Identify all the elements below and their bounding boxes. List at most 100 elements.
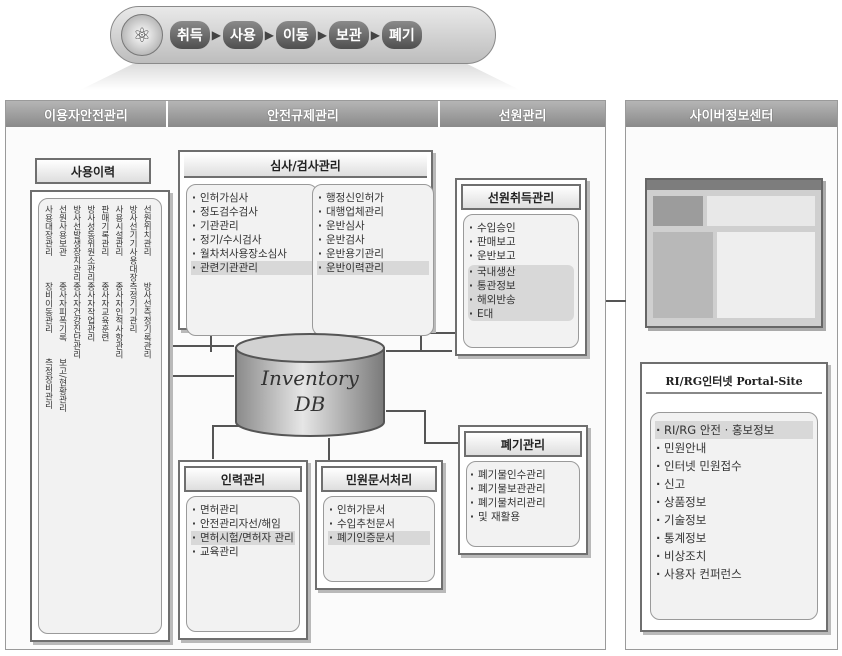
portal-site-box: RI/RG인터넷 Portal-Site RI/RG 안전 · 홍보정보 민원안… [640,362,828,632]
list-item-highlight: RI/RG 안전 · 홍보정보 [655,421,813,439]
list-item: 통계정보 [655,529,813,547]
list-item: 인허가심사 [191,191,313,205]
flow-step-acquire: 취득 [170,21,210,49]
list-item: 판매기록관리 [99,205,110,256]
flow-step-use: 사용 [223,21,263,49]
connector-line [386,350,452,352]
connector-line [328,438,330,460]
disposal-title: 폐기관리 [464,431,582,457]
list-item-highlight: 통관정보 [468,279,574,293]
flow-arrow-icon: ▶ [317,28,327,42]
civil-documents-box: 민원문서처리 인허가문서 수입추천문서 폐기인증문서 [315,460,443,590]
list-item-highlight: 폐기인증문서 [328,531,430,545]
list-item: 종사자작업관리 [85,281,96,342]
list-item: 판매보고 [468,235,574,249]
source-acquisition-box: 선원취득관리 수입승인 판매보고 운반보고 국내생산 통관정보 해외반송 E대 [455,178,587,356]
list-item: 대행업체관리 [317,205,429,219]
list-item: 안전관리자선/해임 [191,517,295,531]
manpower-box: 인력관리 면허관리 안전관리자선/해임 면허시험/면허자 관리 교육관리 [178,460,308,640]
list-item: 사용시설관리 [113,205,124,256]
flow-step-move: 이동 [276,21,316,49]
list-item: 종사자건강진단관리 [71,281,82,359]
inspection-box: 심사/검사관리 인허가심사 정도검수검사 기관관리 정기/수시검사 월차처사용장… [178,150,434,336]
list-item: 방사선측정기록관리 [141,281,152,359]
list-item: 종사자인적사항관리 [113,281,124,359]
connector-line [386,410,426,412]
db-label-db: DB [294,392,326,416]
history-list: 사용대장관리 선원사용보관 방사선발생장치관리 방사성동위원소관리 판매기록관리… [43,205,157,412]
connector-line [606,300,626,302]
list-item: 민원안내 [655,439,813,457]
list-item: 및 재활용 [469,510,577,524]
inspection-right-list: 행정신인허가 대행업체관리 운반심사 운반검사 운반용기관리 운반이력관리 [312,184,434,336]
header-cyber-center: 사이버정보센터 [626,101,837,127]
list-item: 방사선발생장치관리 [71,205,82,282]
list-item: 운반심사 [317,219,429,233]
list-item-highlight: 운반이력관리 [317,261,429,275]
civil-documents-title: 민원문서처리 [321,466,437,492]
list-item: 폐기물인수관리 [469,468,577,482]
connector-line [172,375,234,377]
connector-line [212,425,214,459]
list-item: 폐기물처리관리 [469,496,577,510]
list-item: 보고/현황관리 [57,358,68,412]
list-item-highlight: E대 [468,307,574,321]
flow-arrow-icon: ▶ [211,28,221,42]
list-item: 종사자피폭기록 [57,281,68,342]
portal-screenshot-thumbnail [645,178,823,328]
source-acquisition-title: 선원취득관리 [461,184,581,210]
db-label-inventory: Inventory [261,366,359,390]
list-item: 상품정보 [655,493,813,511]
flow-arrow-icon: ▶ [370,28,380,42]
flow-step-dispose: 폐기 [382,21,422,49]
list-item-highlight: 국내생산 [468,265,574,279]
header-safety-regulation: 안전규제관리 [168,101,440,127]
list-item: 수입승인 [468,221,574,235]
list-item: 인터넷 민원접수 [655,457,813,475]
inventory-db-cylinder [235,333,385,437]
portal-title: RI/RG인터넷 Portal-Site [646,370,822,394]
list-item: 운반보고 [468,249,574,263]
history-title: 사용이력 [35,158,151,184]
list-item: 폐기물보관관리 [469,482,577,496]
list-item: 선원사용보관 [57,205,68,256]
list-item: 기술정보 [655,511,813,529]
portal-list: RI/RG 안전 · 홍보정보 민원안내 인터넷 민원접수 신고 상품정보 기술… [650,412,818,620]
lifecycle-flow-banner: ⚛ 취득 ▶ 사용 ▶ 이동 ▶ 보관 ▶ 폐기 [110,6,496,64]
list-item: 사용대장관리 [43,205,53,256]
disposal-box: 폐기관리 폐기물인수관리 폐기물보관관리 폐기물처리관리 및 재활용 [458,425,588,555]
list-item: 월차처사용장소심사 [191,247,313,261]
header-source-management: 선원관리 [440,101,605,127]
list-item: 교육관리 [191,545,295,559]
disposal-list: 폐기물인수관리 폐기물보관관리 폐기물처리관리 및 재활용 [466,461,580,547]
list-item: 신고 [655,475,813,493]
list-item: 인허가문서 [328,503,430,517]
connector-line [420,332,460,334]
list-item: 방사선기기사용대장 [127,205,138,282]
header-user-safety: 이용자안전관리 [6,101,168,127]
list-item: 정도검수검사 [191,205,313,219]
list-item-highlight: 해외반송 [468,293,574,307]
flow-banner-shadow [80,64,520,90]
manpower-list: 면허관리 안전관리자선/해임 면허시험/면허자 관리 교육관리 [186,496,300,632]
connector-line [210,322,212,352]
list-item: 측정장비관리 [43,358,53,409]
connector-line [212,425,242,427]
list-item: 방사성동위원소관리 [85,205,96,282]
list-item: 장비이동관리 [43,281,53,333]
inspection-left-list: 인허가심사 정도검수검사 기관관리 정기/수시검사 월차처사용장소심사 관련기관… [186,184,318,336]
list-item: 행정신인허가 [317,191,429,205]
source-acquisition-list: 수입승인 판매보고 운반보고 국내생산 통관정보 해외반송 E대 [463,214,579,348]
list-item: 기관관리 [191,219,313,233]
list-item: 면허관리 [191,503,295,517]
connector-line [424,410,426,444]
manpower-title: 인력관리 [184,466,302,492]
inspection-title: 심사/검사관리 [184,154,427,178]
connector-line [424,442,460,444]
list-item: 사용자 컨퍼런스 [655,565,813,583]
list-item-highlight: 관련기관관리 [191,261,313,275]
list-item: 종사자교육훈련 [99,281,110,342]
list-item: 정기/수시검사 [191,233,313,247]
flow-step-store: 보관 [329,21,369,49]
list-item: 선원위치관리 [141,205,152,256]
